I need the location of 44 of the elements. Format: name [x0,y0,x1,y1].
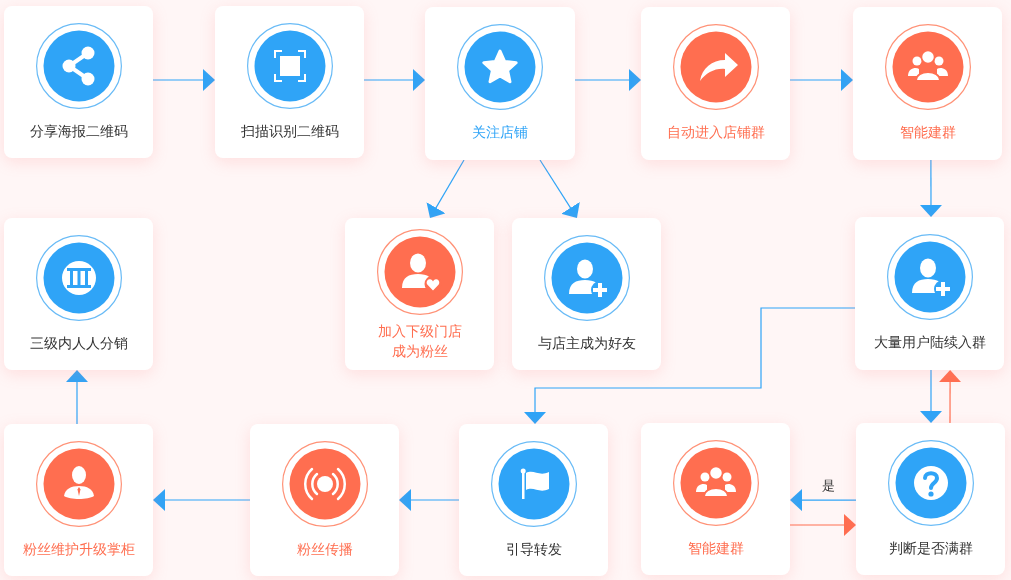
step-card [4,424,153,576]
step-card [512,218,661,370]
arrow [920,369,942,423]
step-label: 智能建群 [687,540,744,558]
step-card [459,424,608,576]
step-card [853,7,1002,160]
step-card [425,7,575,160]
step-label: 自动进入店铺群 [666,124,765,142]
arrow [790,489,857,512]
step-card [215,6,364,158]
arrow [574,69,641,91]
step-label: 与店主成为好友 [537,335,636,353]
step-card [345,218,494,370]
step-label: 粉丝传播 [296,541,353,559]
arrow [399,489,460,511]
step-card [641,7,790,160]
arrow [524,307,856,424]
step-label: 三级内人人分销 [29,335,128,353]
step-label: 智能建群 [899,124,956,142]
step-label: 大量用户陆续入群 [873,334,986,352]
arrow [789,514,856,536]
arrow [539,159,580,218]
step-label: 判断是否满群 [888,540,973,558]
step-card [856,423,1005,575]
arrow [939,370,962,424]
step-card [641,423,790,575]
step-label: 扫描识别二维码 [240,123,339,141]
arrow [153,489,251,511]
step-label: 分享海报二维码 [29,123,128,141]
arrow [66,370,88,425]
step-label: 关注店铺 [472,124,528,142]
arrow [920,159,942,217]
step-label: 引导转发 [505,541,562,559]
step-label: 加入下级门店成为粉丝 [377,323,462,361]
arrow [152,69,215,91]
arrow [363,69,425,91]
arrow [426,159,465,219]
step-label: 粉丝维护升级掌柜 [22,541,135,559]
step-card [4,6,153,158]
step-card [855,217,1004,370]
edge-label: 是 [819,478,837,494]
step-card [250,424,399,576]
arrow [789,69,853,91]
step-card [4,218,153,370]
